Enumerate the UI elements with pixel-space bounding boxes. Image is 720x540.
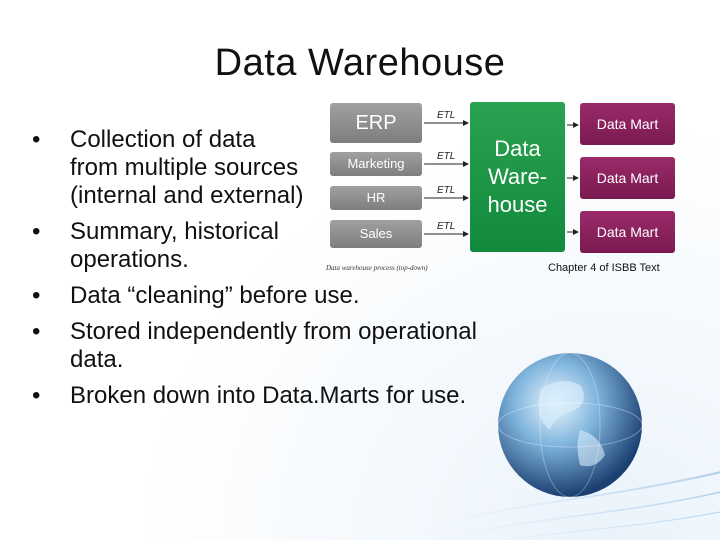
data-warehouse-box: Data Ware- house [470,102,565,252]
source-box-marketing: Marketing [330,152,422,176]
etl-label: ETL [437,185,456,196]
reference-text: Chapter 4 of ISBB Text [548,262,660,274]
source-box-erp: ERP [330,103,422,143]
globe-continents [538,381,584,430]
bullet-dot: • [32,318,41,345]
bullet-text: Data “cleaning” before use. [70,282,360,309]
bullet-text: Collection of data from multiple sources… [70,126,304,209]
data-warehouse-diagram: ERP Marketing HR Sales ETL ETL ETL ETL D… [316,100,681,280]
slide-title: Data Warehouse [214,42,506,84]
data-mart-box: Data Mart [580,103,675,145]
bullet-item: • Collection of data from multiple source… [18,126,488,210]
etl-label: ETL [437,151,456,162]
data-mart-box: Data Mart [580,157,675,199]
diagram-caption: Data warehouse process (top-down) [326,264,428,272]
source-box-sales: Sales [330,220,422,248]
globe-sphere [498,353,642,497]
light-streaks [430,471,720,531]
bullet-dot: • [32,282,41,309]
bullet-item: • Data “cleaning” before use. [18,282,488,310]
data-mart-box: Data Mart [580,211,675,253]
source-box-hr: HR [330,186,422,210]
bullet-item: • Stored independently from operational d… [18,318,488,374]
bullet-item: • Summary, historical operations. [18,218,488,274]
bullet-text: Summary, historical operations. [70,218,279,273]
etl-label: ETL [437,110,456,121]
bullet-dot: • [32,218,41,245]
bullet-text: Stored independently from operational da… [70,318,477,373]
globe-graphic [430,352,720,540]
diagram-arrows [424,120,579,237]
bullet-item: • Broken down into Data.Marts for use. [18,382,488,410]
bullet-dot: • [32,126,41,153]
bullet-list: • Collection of data from multiple source… [18,126,488,418]
etl-label: ETL [437,221,456,232]
bullet-dot: • [32,382,41,409]
bullet-text: Broken down into Data.Marts for use. [70,382,467,409]
